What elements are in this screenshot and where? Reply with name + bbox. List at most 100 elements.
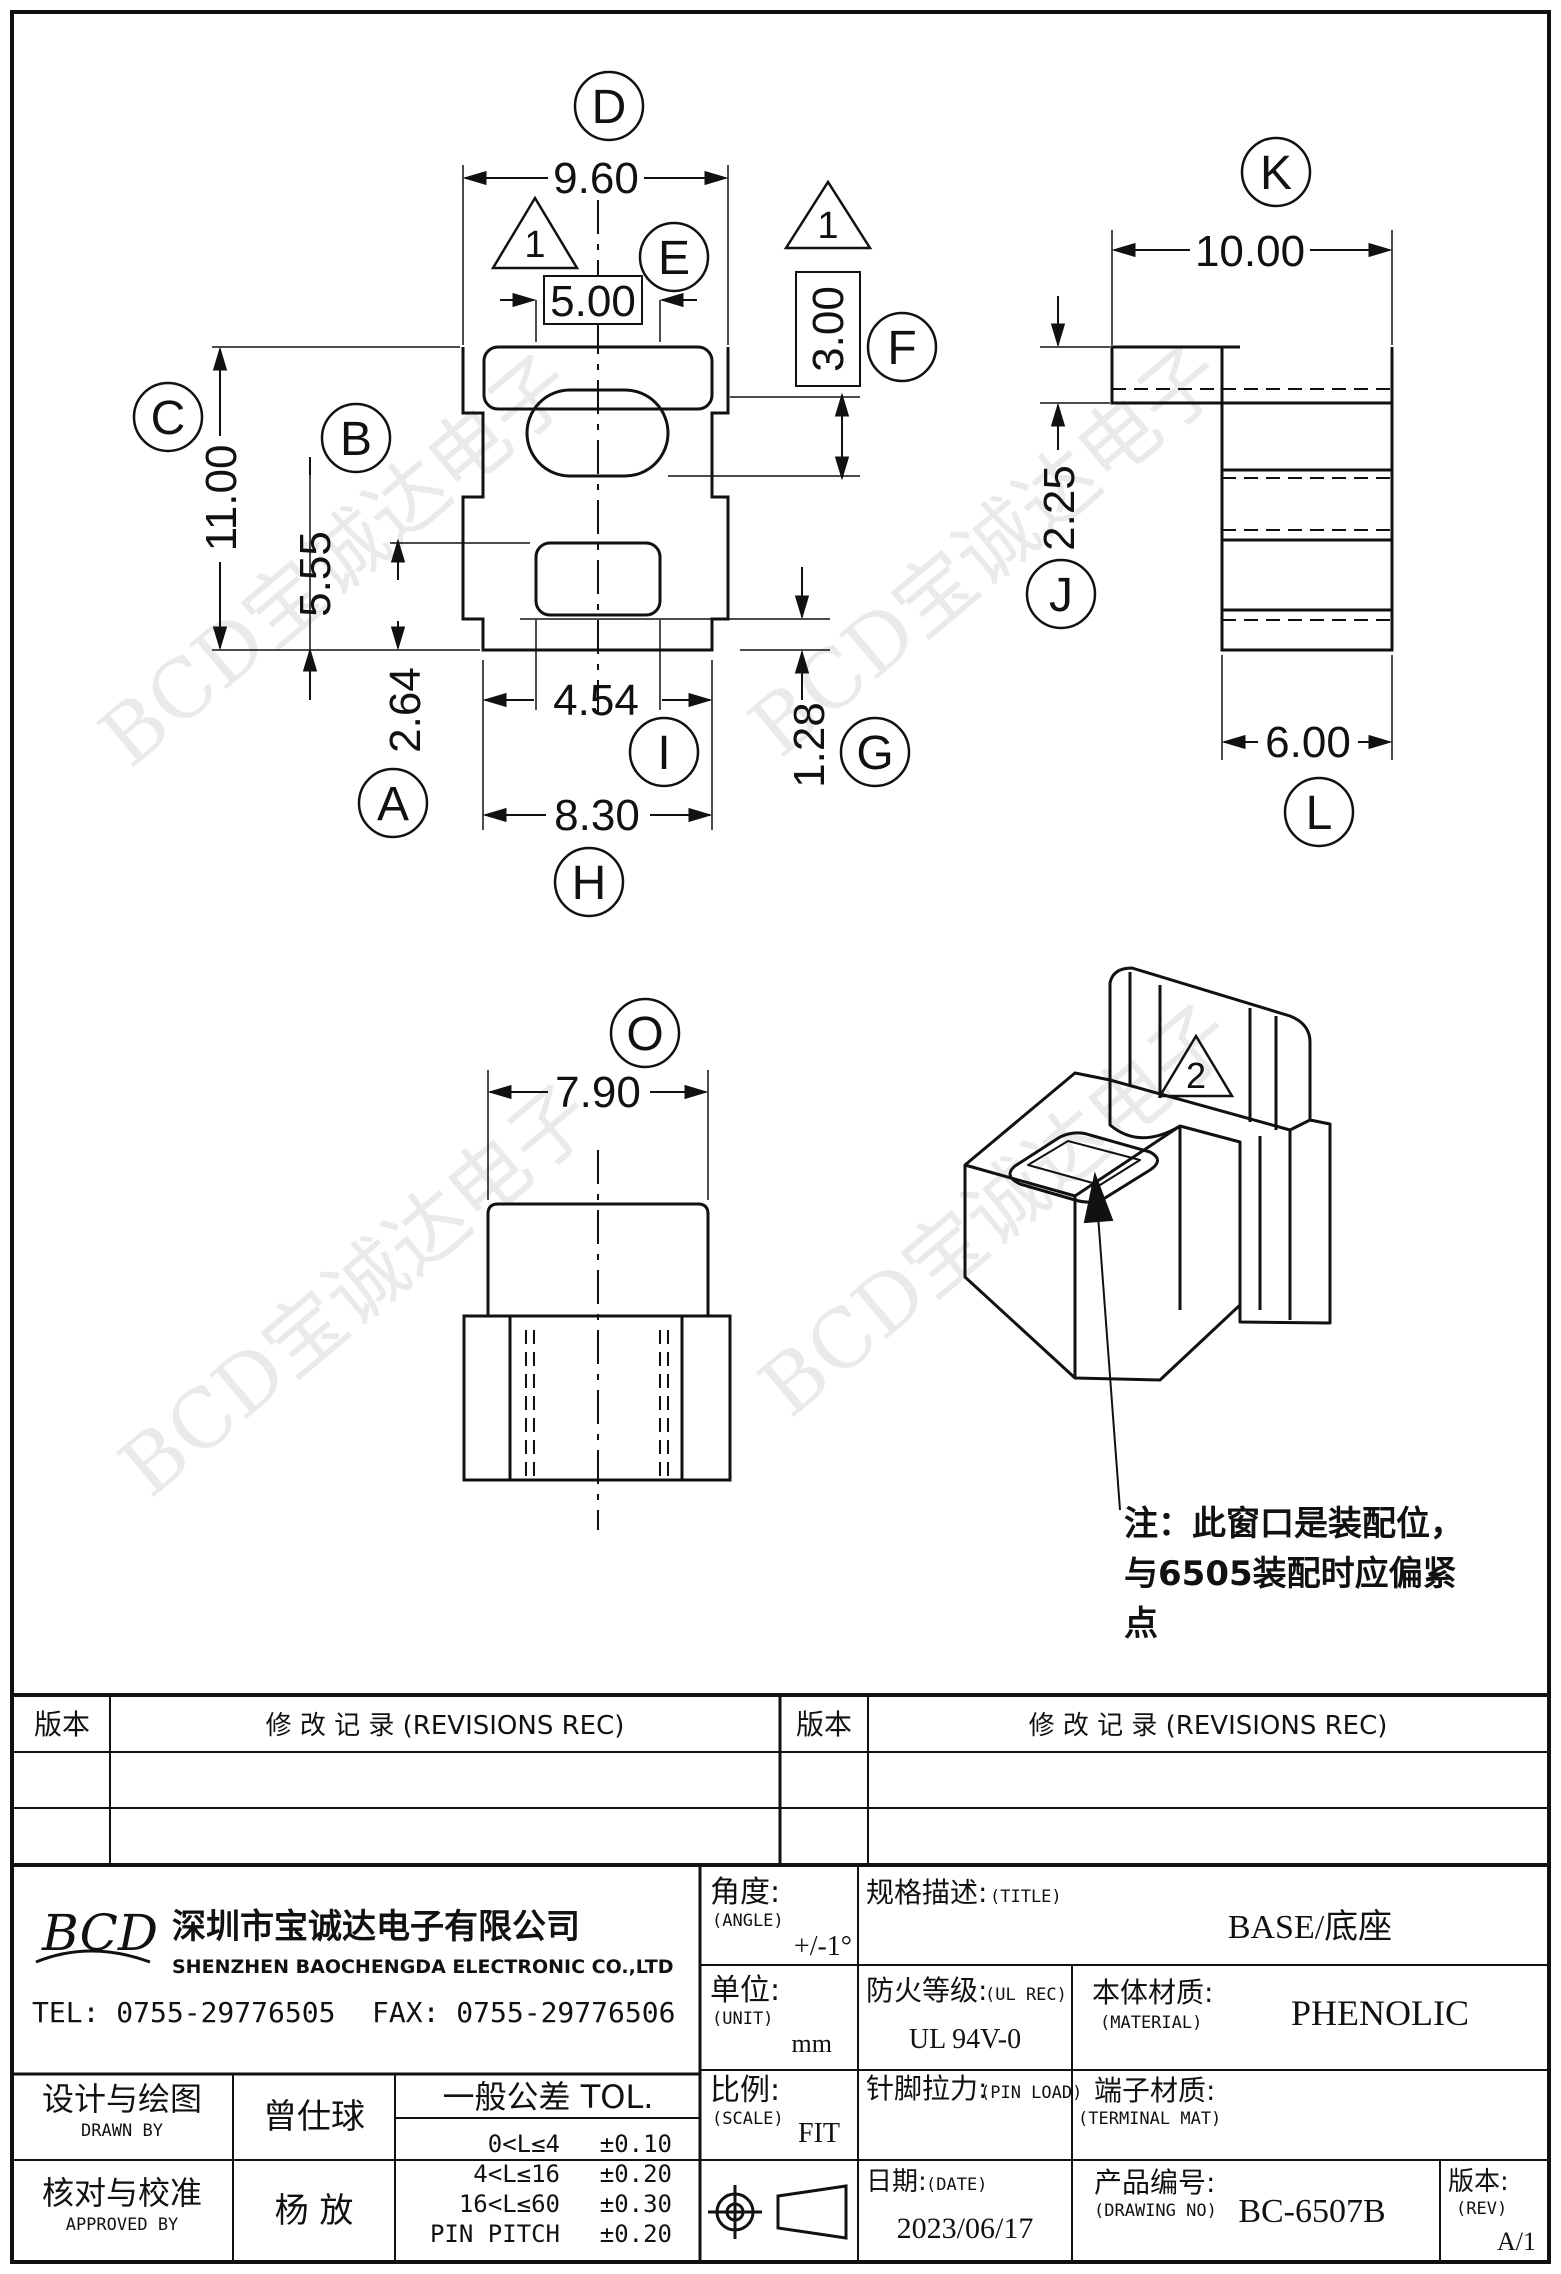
svg-text:2023/06/17: 2023/06/17: [897, 2212, 1034, 2245]
assembly-note: 注：此窗口是装配位， 与6505装配时应偏紧 点: [1124, 1504, 1464, 1644]
front-view: [462, 1070, 732, 1530]
svg-text:(REV): (REV): [1456, 2199, 1507, 2219]
svg-text:比例:: 比例:: [710, 2073, 780, 2108]
svg-text:注：此窗口是装配位，: 注：此窗口是装配位，: [1124, 1504, 1464, 1544]
dim-B: 5.55: [291, 531, 340, 617]
company-name-cn: 深圳市宝诚达电子有限公司: [172, 1907, 580, 1947]
top-view-dimensions: [212, 170, 850, 823]
label-E: E: [638, 221, 710, 293]
svg-text:0<L≤4: 0<L≤4: [488, 2130, 560, 2158]
dimension-labels: D E F C B I G A H K J L O: [132, 70, 1355, 1069]
company-fax: FAX: 0755-29776506: [372, 1996, 675, 2029]
projection-symbol: [708, 2184, 848, 2240]
svg-text:本体材质:: 本体材质:: [1092, 1976, 1213, 2009]
svg-text:日期:: 日期:: [866, 2167, 927, 2197]
label-I: I: [628, 716, 700, 788]
svg-text:与6505装配时应偏紧: 与6505装配时应偏紧: [1124, 1554, 1457, 1594]
svg-text:产品编号:: 产品编号:: [1094, 2166, 1215, 2199]
svg-text:设计与绘图: 设计与绘图: [42, 2080, 202, 2118]
svg-text:角度:: 角度:: [710, 1875, 780, 1910]
svg-text:D: D: [592, 81, 627, 134]
svg-text:(DRAWING NO): (DRAWING NO): [1094, 2201, 1217, 2221]
label-J: J: [1025, 558, 1097, 630]
svg-text:PHENOLIC: PHENOLIC: [1291, 1993, 1469, 2033]
svg-text:(UNIT): (UNIT): [712, 2009, 773, 2029]
svg-text:端子材质:: 端子材质:: [1094, 2074, 1215, 2107]
label-C: C: [132, 381, 204, 453]
title-block-grid: [12, 1865, 1549, 2262]
angle-cell: 角度: (ANGLE) +/-1°: [710, 1875, 852, 1962]
unit-cell: 单位: (UNIT) mm: [710, 1973, 832, 2058]
svg-text:1: 1: [817, 205, 838, 247]
dim-H: 8.30: [554, 791, 640, 840]
svg-text:核对与校准: 核对与校准: [42, 2174, 202, 2212]
rev-col-record-1: 修 改 记 录 (REVISIONS REC): [266, 1711, 625, 1741]
label-O: O: [609, 997, 681, 1069]
svg-text:FIT: FIT: [798, 2118, 840, 2149]
scale-cell: 比例: (SCALE) FIT: [710, 2073, 840, 2149]
revision-marker-1a: 1: [490, 195, 580, 270]
label-K: K: [1240, 136, 1312, 208]
svg-text:I: I: [657, 727, 670, 780]
fire-rating-cell: 防火等级: (UL REC) UL 94V-0: [866, 1974, 1067, 2055]
svg-text:C: C: [151, 392, 186, 445]
company-tel: TEL: 0755-29776505: [32, 1996, 335, 2029]
svg-text:BASE/底座: BASE/底座: [1228, 1908, 1392, 1946]
svg-text:B: B: [340, 413, 372, 466]
svg-text:4<L≤16: 4<L≤16: [473, 2160, 560, 2188]
revision-marker-1b: 1: [783, 179, 873, 250]
svg-text:H: H: [572, 857, 607, 910]
side-view: [1040, 230, 1394, 760]
svg-text:曾仕球: 曾仕球: [263, 2097, 365, 2137]
svg-text:±0.20: ±0.20: [600, 2160, 672, 2188]
rev-col-version-2: 版本: [796, 1708, 852, 1741]
svg-text:J: J: [1049, 569, 1073, 622]
dim-C: 11.00: [197, 445, 246, 552]
company-name-en: SHENZHEN BAOCHENGDA ELECTRONIC CO.,LTD: [172, 1956, 673, 1978]
dim-G: 1.28: [785, 702, 834, 788]
label-L: L: [1283, 776, 1355, 848]
label-B: B: [320, 402, 392, 474]
svg-text:(MATERIAL): (MATERIAL): [1100, 2013, 1202, 2033]
svg-text:L: L: [1306, 787, 1333, 840]
material-cell: 本体材质: (MATERIAL) PHENOLIC: [1092, 1976, 1469, 2033]
dimension-values: 9.60 5.00 3.00 11.00 5.55 2.64 4.54 1.28…: [197, 154, 1351, 1117]
svg-text:杨 放: 杨 放: [275, 2191, 354, 2231]
svg-text:mm: mm: [792, 2029, 832, 2058]
label-G: G: [839, 716, 911, 788]
title-cell: 规格描述: (TITLE) BASE/底座: [866, 1876, 1392, 1946]
label-H: H: [553, 846, 625, 918]
date-cell: 日期: (DATE) 2023/06/17: [866, 2167, 1033, 2245]
label-A: A: [357, 767, 429, 839]
svg-text:版本:: 版本:: [1448, 2167, 1509, 2197]
svg-text:16<L≤60: 16<L≤60: [459, 2190, 560, 2218]
svg-text:±0.20: ±0.20: [600, 2220, 672, 2248]
svg-text:+/-1°: +/-1°: [794, 1931, 852, 1962]
revision-cell: 版本: (REV) A/1: [1448, 2167, 1536, 2256]
svg-text:(TERMINAL MAT): (TERMINAL MAT): [1078, 2109, 1221, 2129]
dim-J: 2.25: [1035, 465, 1084, 551]
dim-E: 5.00: [550, 277, 636, 326]
svg-text:A/1: A/1: [1497, 2227, 1536, 2256]
svg-text:(PIN LOAD): (PIN LOAD): [980, 2083, 1082, 2103]
svg-text:O: O: [626, 1008, 663, 1061]
isometric-leader: [1083, 1171, 1121, 1511]
svg-text:DRAWN BY: DRAWN BY: [81, 2121, 163, 2141]
dim-A: 2.64: [381, 667, 430, 753]
svg-text:防火等级:: 防火等级:: [866, 1974, 987, 2007]
label-D: D: [573, 70, 645, 142]
drawing-number-cell: 产品编号: (DRAWING NO) BC-6507B: [1094, 2166, 1386, 2230]
svg-text:BC-6507B: BC-6507B: [1238, 2193, 1385, 2230]
dim-K: 10.00: [1195, 227, 1305, 276]
dim-I: 4.54: [553, 676, 639, 725]
svg-text:±0.30: ±0.30: [600, 2190, 672, 2218]
approved-by-cell: 核对与校准 APPROVED BY 杨 放: [42, 2174, 353, 2235]
company-block: BCD 深圳市宝诚达电子有限公司 SHENZHEN BAOCHENGDA ELE…: [32, 1904, 675, 2029]
isometric-view: [963, 966, 1332, 1382]
svg-text:(SCALE): (SCALE): [712, 2109, 784, 2129]
svg-text:1: 1: [524, 224, 545, 266]
revision-table: [12, 1693, 1549, 1867]
svg-text:针脚拉力:: 针脚拉力:: [866, 2072, 987, 2105]
svg-text:(DATE): (DATE): [926, 2175, 987, 2195]
